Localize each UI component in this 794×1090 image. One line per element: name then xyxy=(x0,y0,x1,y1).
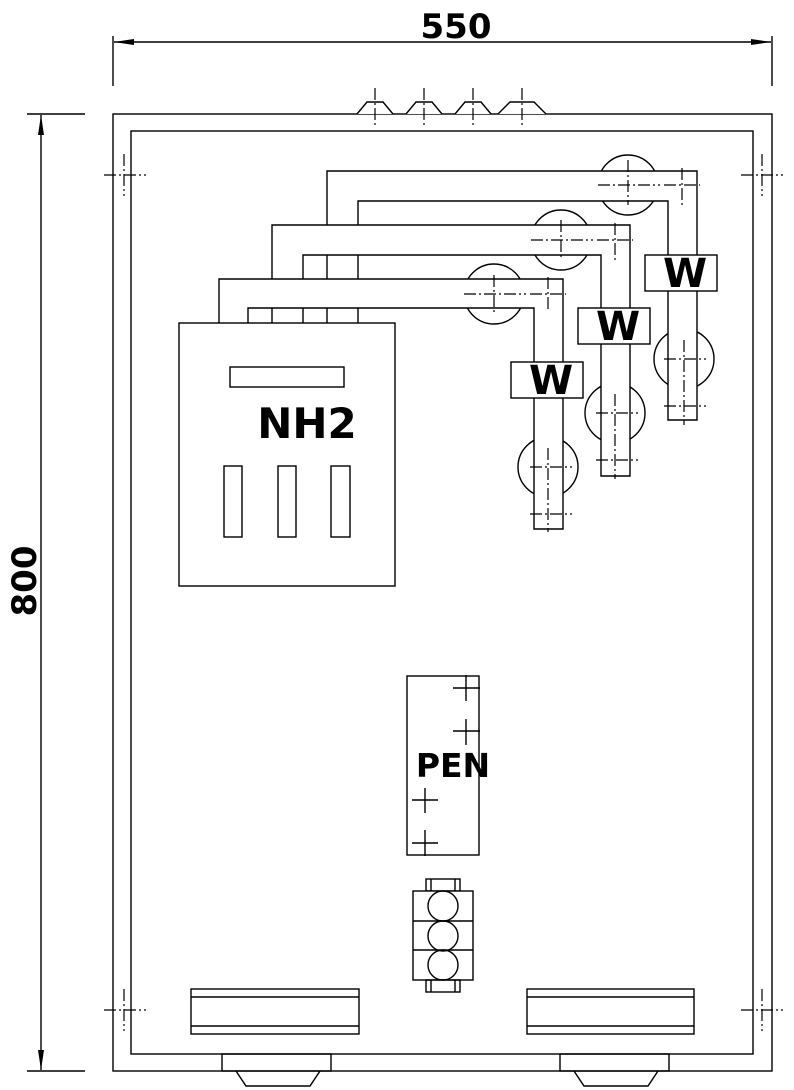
mounting-mark-top-left xyxy=(104,154,146,196)
cable-gland xyxy=(497,88,547,125)
center-marks xyxy=(464,160,706,532)
pen-bar-label: PEN xyxy=(416,746,490,785)
fuse-switch-label-plate xyxy=(229,366,345,388)
fuse-slot xyxy=(330,465,351,538)
terminal-block xyxy=(412,878,474,993)
din-rail-left xyxy=(190,988,360,1035)
pen-bar-body xyxy=(406,675,480,856)
mounting-marks xyxy=(104,154,783,1031)
bottom-cable-glands xyxy=(221,1053,670,1087)
bottom-gland-plate-right xyxy=(559,1053,670,1072)
top-cable-glands xyxy=(356,88,547,125)
fuse-switch-body xyxy=(178,322,396,587)
fuse-switch-label: NH2 xyxy=(257,399,357,448)
terminal-label: W xyxy=(596,304,640,350)
cable-1 xyxy=(326,170,698,421)
pen-bar: PEN xyxy=(406,675,490,856)
enclosure-outer xyxy=(112,113,773,1072)
mounting-mark-bottom-right xyxy=(741,989,783,1031)
height-dimension-label: 800 xyxy=(5,546,45,617)
mounting-mark-bottom-left xyxy=(104,989,146,1031)
terminal-label: W xyxy=(529,358,573,404)
terminal-w-2: W xyxy=(577,304,651,350)
fuse-slot xyxy=(277,465,297,538)
height-dimension: 800 xyxy=(5,113,85,1072)
width-dimension: 550 xyxy=(112,7,773,86)
width-dimension-label: 550 xyxy=(421,7,492,47)
fuse-slot xyxy=(223,465,243,538)
cable-gland xyxy=(405,88,443,125)
cable-gland xyxy=(356,88,394,125)
cable-gland xyxy=(454,88,492,125)
terminal-w-3: W xyxy=(644,251,718,297)
terminal-label: W xyxy=(663,251,707,297)
din-rail-right xyxy=(526,988,695,1035)
bottom-gland-left xyxy=(235,1070,321,1087)
terminal-circle xyxy=(427,920,459,952)
bottom-gland-right xyxy=(573,1070,659,1087)
pen-screws xyxy=(412,675,480,856)
nh2-fuse-switch: NH2 xyxy=(178,322,396,587)
terminal-w-1: W xyxy=(510,358,584,404)
enclosure-inner xyxy=(130,130,754,1055)
cables: W W W xyxy=(218,154,718,532)
bottom-gland-plate-left xyxy=(221,1053,332,1072)
mounting-mark-top-right xyxy=(741,154,783,196)
